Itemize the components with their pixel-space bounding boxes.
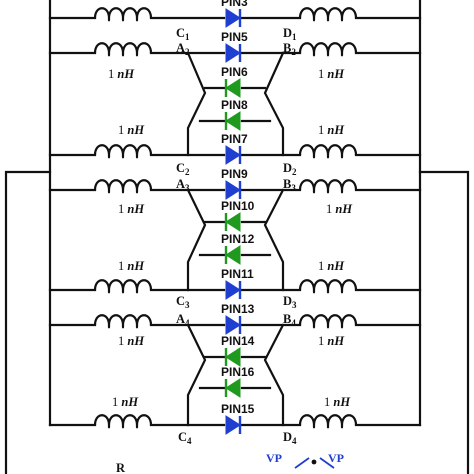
node-c2: C2 [176, 161, 190, 177]
inductor-left [93, 314, 153, 329]
pin-label-pin5: PIN5 [221, 30, 248, 44]
node-a3: A3 [176, 177, 190, 193]
inductor-left [93, 414, 153, 429]
diode-pin14 [224, 347, 241, 367]
node-c3: C3 [176, 294, 190, 310]
inductor-value-left: 1 nH [118, 334, 145, 348]
node-a2: A2 [176, 41, 190, 57]
inductor-right [298, 179, 358, 194]
diode-triangle [225, 245, 241, 265]
inductor-right [298, 279, 358, 294]
node-b3: B3 [283, 177, 296, 193]
pin-label-pin10: PIN10 [221, 199, 255, 213]
inductor-value-left: 1 nH [118, 123, 145, 137]
diode-pin15 [225, 415, 242, 435]
inductor-left [93, 7, 153, 22]
diode-triangle [225, 145, 241, 165]
vp-junction-dot [311, 459, 317, 465]
inductor-right [298, 42, 358, 57]
resistor-label: R [116, 461, 126, 474]
inductor-value-right: 1 nH [326, 202, 353, 216]
inductor-value-right: 1 nH [318, 334, 345, 348]
cross-wire-right [263, 51, 285, 157]
inductor-left [93, 279, 153, 294]
vp-label-right: VP [328, 451, 344, 465]
inductors [93, 7, 358, 429]
inductor-value-left: 1 nH [108, 67, 135, 81]
outer-left-return [4, 170, 52, 474]
diode-pin5 [225, 43, 242, 63]
pin-label-pin8: PIN8 [221, 98, 248, 112]
outer-right-return [418, 170, 470, 474]
cross-wire-right [263, 323, 285, 427]
inductor-value-right: 1 nH [318, 259, 345, 273]
inductor-right [298, 414, 358, 429]
diode-triangle [225, 78, 241, 98]
vp-label-left: VP [266, 451, 282, 465]
inductor-value-right: 1 nH [324, 395, 351, 409]
diode-triangle [225, 347, 241, 367]
inductor-right [298, 144, 358, 159]
inductor-value-right: 1 nH [318, 67, 345, 81]
inductor-left [93, 144, 153, 159]
pin-label-pin6: PIN6 [221, 65, 248, 79]
diode-pin13 [225, 315, 242, 335]
diode-pin6 [224, 78, 241, 98]
pin-diodes [224, 8, 242, 435]
inductor-value-left: 1 nH [118, 259, 145, 273]
inductor-right [298, 314, 358, 329]
diode-triangle [225, 212, 241, 232]
diode-pin10 [224, 212, 241, 232]
diode-pin9 [225, 180, 242, 200]
diode-pin12 [224, 245, 241, 265]
node-c1: C1 [176, 26, 190, 42]
diode-pin3 [225, 8, 242, 28]
node-c4: C4 [178, 430, 192, 446]
cross-wire-left [186, 323, 207, 427]
pin-label-pin9: PIN9 [221, 167, 248, 181]
pin-label-pin12: PIN12 [221, 232, 255, 246]
node-b4: B4 [283, 312, 296, 328]
diode-triangle [225, 280, 241, 300]
cross-wire-left [186, 188, 207, 292]
pin-label-pin15: PIN15 [221, 402, 255, 416]
diode-triangle [225, 315, 241, 335]
vp-arrow-left [294, 457, 310, 469]
cross-wire-left [186, 51, 207, 157]
inductor-right [298, 7, 358, 22]
node-d2: D2 [283, 161, 297, 177]
diode-triangle [225, 378, 241, 398]
diode-triangle [225, 111, 241, 131]
node-a4: A4 [176, 312, 190, 328]
node-d1: D1 [283, 26, 297, 42]
node-b2: B2 [283, 41, 296, 57]
inductor-left [93, 179, 153, 194]
pin-label-pin16: PIN16 [221, 365, 255, 379]
vp-arrow-right [319, 457, 335, 469]
circuit-wires [4, 0, 470, 474]
inductor-value-right: 1 nH [318, 123, 345, 137]
diode-triangle [225, 8, 241, 28]
diode-triangle [225, 43, 241, 63]
pin-label-pin3: PIN3 [221, 0, 248, 9]
pin-label-pin11: PIN11 [221, 267, 254, 281]
inductor-value-left: 1 nH [118, 202, 145, 216]
diode-pin11 [225, 280, 242, 300]
node-d4: D4 [283, 430, 297, 446]
pin-label-pin14: PIN14 [221, 334, 255, 348]
pin-label-pin7: PIN7 [221, 132, 248, 146]
diode-triangle [225, 180, 241, 200]
diode-pin7 [225, 145, 242, 165]
diode-pin16 [224, 378, 241, 398]
diode-triangle [225, 415, 241, 435]
inductor-left [93, 42, 153, 57]
pin-label-pin13: PIN13 [221, 302, 255, 316]
inductor-value-left: 1 nH [112, 395, 139, 409]
node-d3: D3 [283, 294, 297, 310]
cross-wire-right [263, 188, 285, 292]
diode-pin8 [224, 111, 241, 131]
